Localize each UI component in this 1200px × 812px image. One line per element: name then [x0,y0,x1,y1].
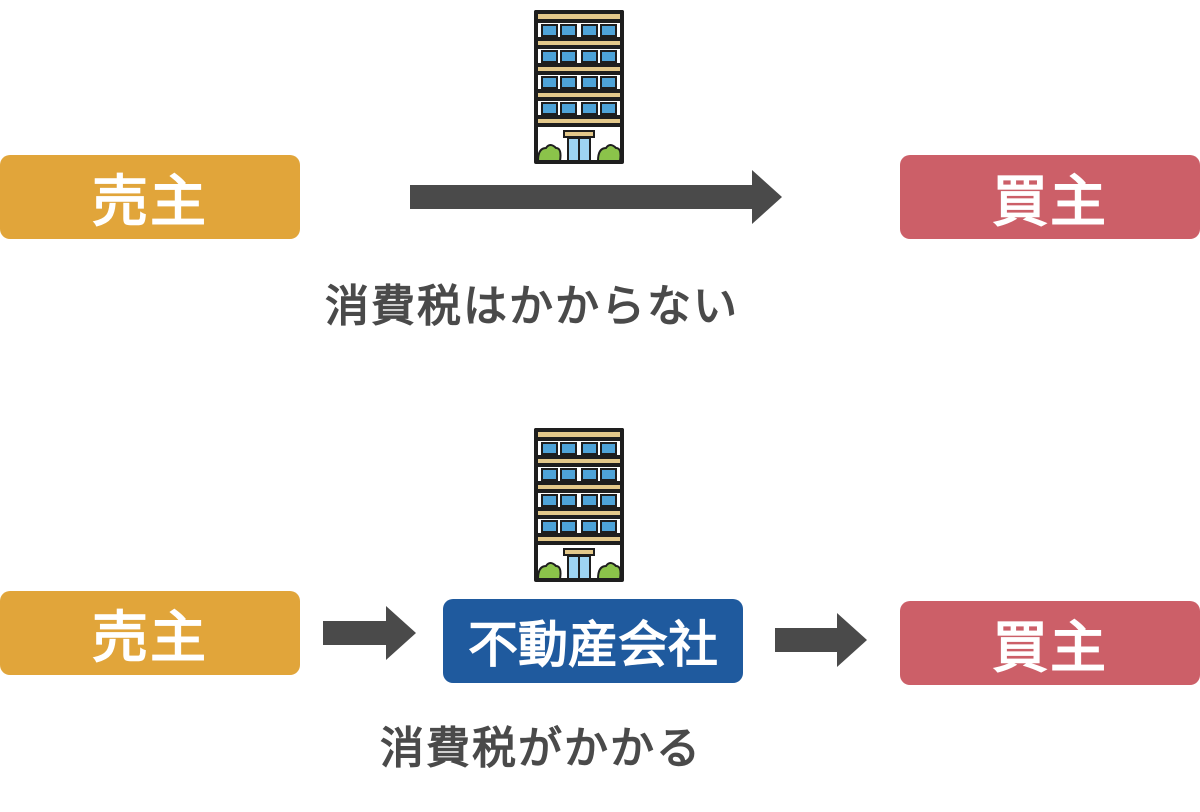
buyer-label: 買主 [992,169,1108,235]
caption-tax-applies: 消費税がかかる [380,723,702,774]
seller-label: 売主 [92,169,208,235]
buyer-label-2: 買主 [992,615,1108,681]
arrow-right-icon [323,606,416,660]
arrow-right-icon [410,170,782,224]
seller-box: 売主 [0,155,300,239]
building-icon [534,428,624,582]
seller-box-2: 売主 [0,591,300,675]
real-estate-company-label: 不動産会社 [468,616,718,674]
buyer-box: 買主 [900,155,1200,239]
buyer-box-2: 買主 [900,601,1200,685]
caption-no-tax: 消費税はかからない [325,281,739,332]
real-estate-company-box: 不動産会社 [443,599,743,683]
building-icon [534,10,624,164]
seller-label-2: 売主 [92,605,208,671]
arrow-right-icon [775,613,867,667]
